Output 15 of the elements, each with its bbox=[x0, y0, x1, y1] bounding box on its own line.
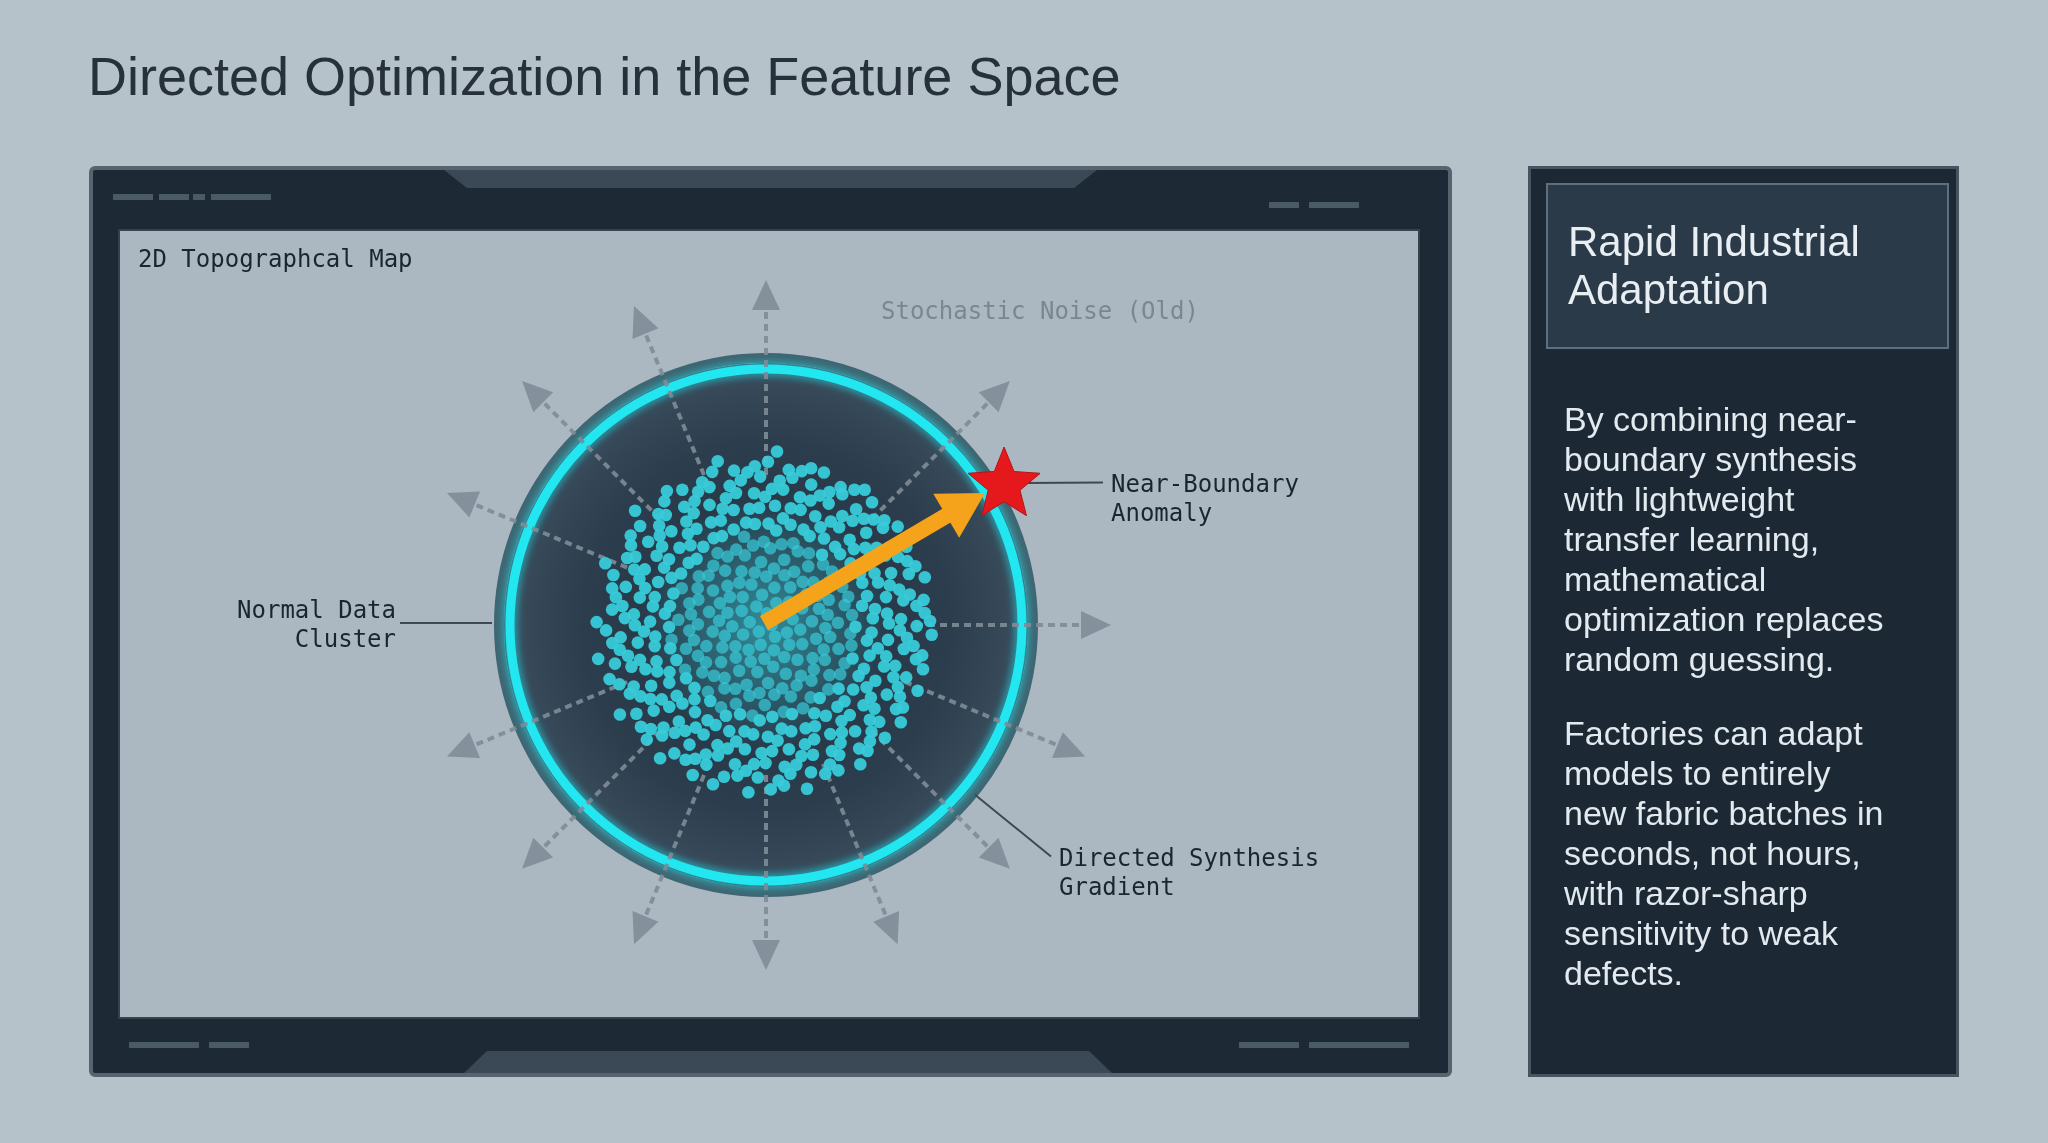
callout-label: Directed Synthesis Gradient bbox=[1053, 838, 1333, 908]
leader-line bbox=[399, 622, 493, 624]
callout-label: Normal Data Cluster bbox=[225, 590, 402, 660]
map-panel bbox=[118, 229, 1420, 1019]
callout-label: Near-Boundary Anomaly bbox=[1105, 464, 1312, 534]
header-panel bbox=[1546, 183, 1949, 349]
panel-title: Rapid Industrial Adaptation bbox=[1568, 218, 1861, 314]
body-text: By combining near-boundary synthesis with lightweight transfer learning, mathematical optimization replaces random guessing. bbox=[1564, 399, 1885, 679]
slide-title: Directed Optimization in the Feature Space bbox=[88, 45, 1121, 108]
side-panel bbox=[1528, 166, 1959, 1077]
arrow bbox=[759, 493, 985, 630]
body-text: Factories can adapt models to entirely new fabric batches in seconds, not hours, with razor-sharp sensitivity to weak defects. bbox=[1564, 713, 1885, 993]
leader-line bbox=[974, 793, 1052, 858]
star-marker bbox=[967, 447, 1041, 516]
panel-heading: 2D Topographcal Map bbox=[138, 245, 413, 274]
